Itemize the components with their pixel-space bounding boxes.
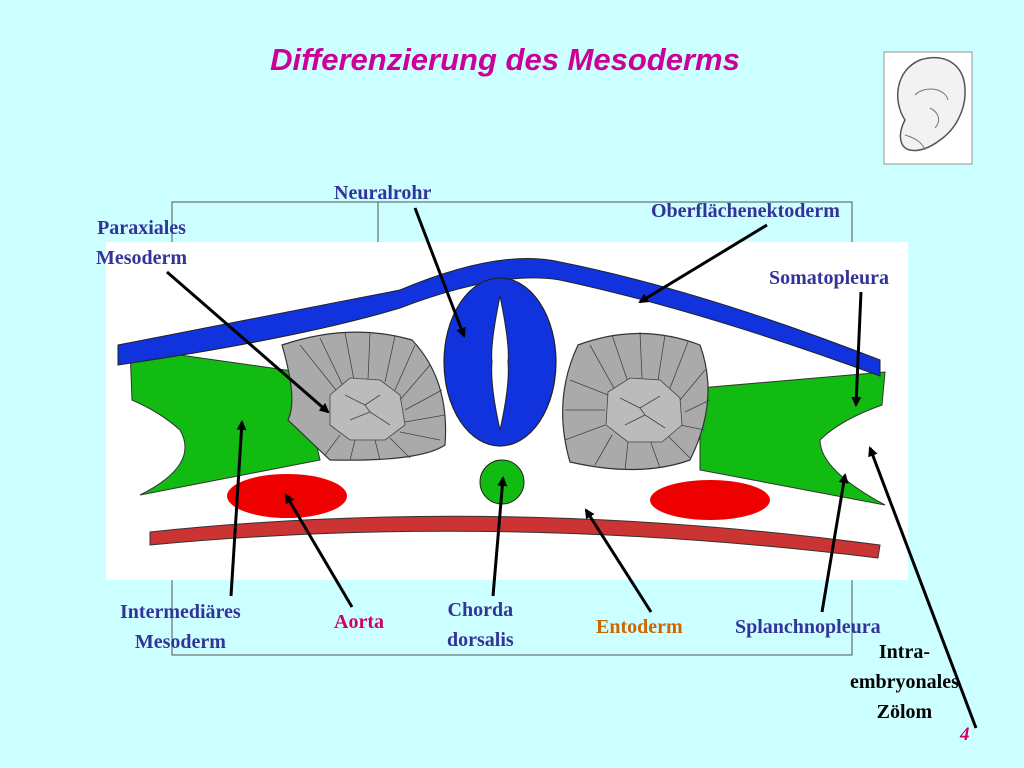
label-paraxiales-mesoderm: Paraxiales Mesoderm — [96, 213, 187, 273]
entoderm-layer — [149, 515, 881, 559]
neural-tube — [443, 277, 557, 447]
label-chorda-dorsalis: Chorda dorsalis — [447, 595, 514, 655]
surface-ectoderm — [117, 258, 881, 377]
arrow-entoderm — [584, 508, 653, 613]
label-paraxiales-line2: Mesoderm — [96, 247, 188, 269]
right-somite — [562, 331, 711, 471]
label-neuralrohr: Neuralrohr — [334, 182, 432, 204]
right-aorta-shape — [650, 480, 770, 520]
embryo-illustration-icon — [883, 51, 973, 165]
label-zoelom-line2: embryonales — [850, 671, 959, 693]
label-intermediaeres-line1: Intermediäres — [120, 601, 241, 623]
label-intermediaeres-line2: Mesoderm — [134, 631, 226, 653]
arrow-aorta — [284, 493, 354, 608]
label-splanchnopleura: Splanchnopleura — [735, 616, 881, 638]
label-somatopleura: Somatopleura — [769, 267, 889, 289]
arrow-splanchnopleura — [820, 473, 849, 613]
label-chorda-line1: Chorda — [447, 599, 514, 621]
left-lateral-mesoderm — [129, 347, 321, 496]
arrow-chorda-dorsalis — [491, 476, 508, 597]
label-entoderm: Entoderm — [596, 616, 683, 638]
label-intermediaeres-mesoderm: Intermediäres Mesoderm — [120, 597, 241, 657]
arrow-paraxiales-mesoderm — [166, 270, 330, 414]
page-title: Differenzierung des Mesoderms — [270, 42, 740, 77]
label-chorda-line2: dorsalis — [447, 629, 514, 651]
pointer-arrows — [166, 207, 978, 729]
label-zoelom-line1: Intra- — [878, 641, 930, 663]
label-aorta: Aorta — [334, 611, 384, 633]
arrow-intermediaeres-mesoderm — [229, 420, 247, 597]
label-oberflaechenektoderm: Oberflächenektoderm — [651, 200, 840, 222]
label-zoelom-line3: Zölom — [876, 701, 933, 723]
right-lateral-mesoderm — [699, 371, 886, 506]
label-paraxiales-line1: Paraxiales — [97, 217, 186, 239]
arrow-neuralrohr — [413, 207, 466, 338]
page-number: 4 — [960, 724, 970, 745]
label-intraembryonales-zoelom: Intra- embryonales Zölom — [850, 637, 959, 727]
left-somite — [281, 331, 447, 461]
arrow-zoelom — [868, 446, 978, 729]
arrow-somatopleura — [851, 291, 863, 407]
arrow-oberflaechenektoderm — [638, 223, 768, 304]
